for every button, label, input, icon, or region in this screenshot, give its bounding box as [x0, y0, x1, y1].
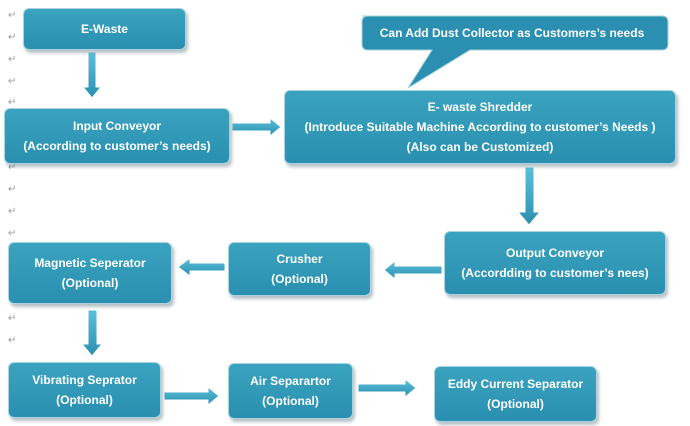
- arrow-ewaste-to-input: [81, 51, 103, 99]
- node-magnetic-note: (Optional): [61, 276, 119, 290]
- callout-text: Can Add Dust Collector as Customers’s ne…: [379, 26, 645, 40]
- pilcrow-mark: ↵: [8, 32, 17, 43]
- node-vibrating-title: Vibrating Seprator: [32, 373, 137, 387]
- arrow-vibrating-to-air: [163, 385, 220, 407]
- node-input-conveyor: Input Conveyor (According to customer’s …: [4, 108, 230, 164]
- node-input-conveyor-note: (According to customer’s needs): [23, 139, 211, 153]
- node-output-conveyor: Output Conveyor (Accordding to customer’…: [444, 231, 666, 295]
- arrow-output-to-crusher: [383, 259, 443, 281]
- node-shredder: E- waste Shredder (Introduce Suitable Ma…: [284, 90, 676, 164]
- pilcrow-mark: ↵: [8, 54, 17, 65]
- arrow-crusher-to-magnetic: [177, 257, 226, 277]
- node-vibrating-separator: Vibrating Seprator (Optional): [8, 362, 161, 418]
- node-output-conveyor-title: Output Conveyor: [506, 246, 604, 260]
- arrow-air-to-eddy: [357, 377, 417, 399]
- callout-bubble: [361, 15, 669, 89]
- pilcrow-mark: ↵: [8, 76, 17, 87]
- node-ewaste: E-Waste: [23, 8, 186, 50]
- node-magnetic-separator: Magnetic Seperator (Optional): [8, 242, 172, 304]
- node-shredder-note-2: (Also can be Customized): [406, 140, 554, 154]
- pilcrow-mark: ↵: [8, 162, 17, 173]
- pilcrow-mark: ↵: [8, 184, 17, 195]
- arrow-input-to-shredder: [231, 116, 282, 138]
- node-input-conveyor-title: Input Conveyor: [72, 119, 161, 133]
- node-eddy-note: (Optional): [487, 397, 544, 411]
- pilcrow-mark: ↵: [8, 335, 17, 346]
- node-crusher: Crusher (Optional): [228, 242, 371, 296]
- node-magnetic-title: Magnetic Seperator: [34, 256, 146, 270]
- node-air-separator: Air Separartor (Optional): [228, 363, 353, 419]
- pilcrow-mark: ↵: [8, 206, 17, 217]
- node-crusher-note: (Optional): [271, 272, 328, 286]
- node-shredder-title: E- waste Shredder: [427, 100, 533, 114]
- node-shredder-note: (Introduce Suitable Machine According to…: [304, 120, 656, 134]
- arrow-magnetic-to-vibrating: [80, 309, 104, 357]
- node-air-title: Air Separartor: [250, 374, 331, 388]
- pilcrow-mark: ↵: [8, 228, 17, 239]
- node-air-note: (Optional): [262, 394, 319, 408]
- pilcrow-mark: ↵: [8, 97, 17, 108]
- node-eddy-current-separator: Eddy Current Separator (Optional): [434, 366, 597, 422]
- node-vibrating-note: (Optional): [56, 393, 113, 407]
- pilcrow-mark: ↵: [8, 313, 17, 324]
- node-eddy-title: Eddy Current Separator: [447, 377, 584, 391]
- node-ewaste-label: E-Waste: [81, 22, 128, 36]
- pilcrow-mark: ↵: [8, 10, 17, 21]
- arrow-shredder-to-output: [516, 166, 542, 226]
- node-crusher-title: Crusher: [276, 252, 323, 266]
- node-output-conveyor-note: (Accordding to customer’s nees): [461, 266, 649, 280]
